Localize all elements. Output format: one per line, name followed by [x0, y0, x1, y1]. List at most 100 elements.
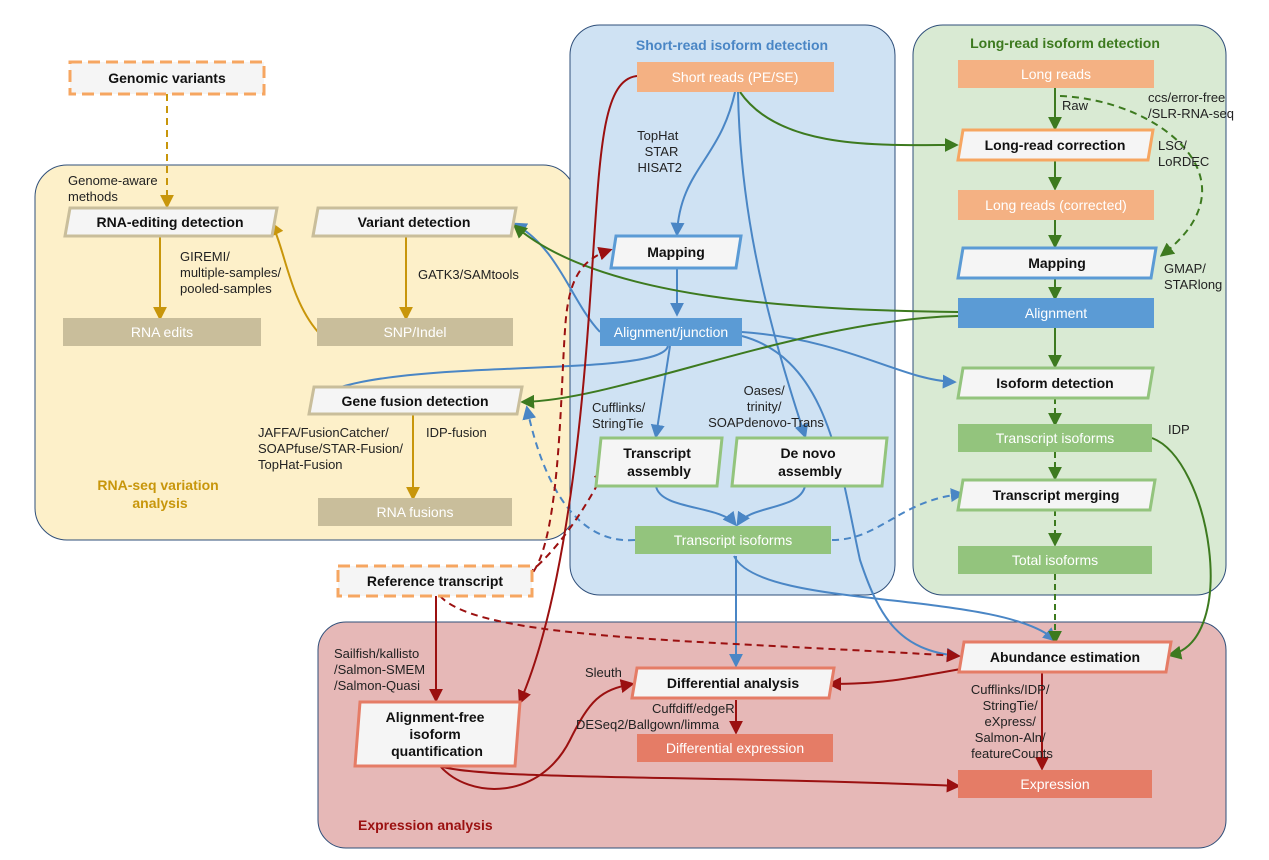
node-alignment-junction-label: Alignment/junction	[614, 324, 728, 340]
label-sleuth: Sleuth	[585, 665, 622, 680]
label-jaffa: JAFFA/FusionCatcher/ SOAPfuse/STAR-Fusio…	[258, 425, 407, 472]
label-cufflinks-idp: Cufflinks/IDP/ StringTie/ eXpress/ Salmo…	[971, 682, 1053, 761]
label-idp: IDP	[1168, 422, 1190, 437]
node-expression-label: Expression	[1020, 776, 1089, 792]
node-rna-fusions-label: RNA fusions	[376, 504, 453, 520]
node-expression	[958, 770, 1152, 798]
node-alignment-long-label: Alignment	[1025, 305, 1087, 321]
node-mapping-long-label: Mapping	[1028, 255, 1086, 271]
label-lsc: LSC/ LoRDEC	[1158, 138, 1209, 169]
label-raw: Raw	[1062, 98, 1089, 113]
label-sailfish: Sailfish/kallisto /Salmon-SMEM /Salmon-Q…	[334, 646, 429, 693]
arrow-assembly-to-isoforms	[655, 485, 737, 527]
arrow-isoforms-idp-to-abundance	[1151, 437, 1212, 660]
node-transcript-assembly-label: Transcript assembly	[623, 445, 695, 479]
node-long-reads	[958, 60, 1154, 88]
label-ccs: ccs/error-free /SLR-RNA-seq	[1148, 90, 1234, 121]
node-transcript-assembly	[594, 436, 724, 488]
node-gene-fusion-detection-label: Gene fusion detection	[341, 393, 488, 409]
node-alignment-junction	[600, 318, 742, 346]
panel-title-short-read: Short-read isoform detection	[636, 37, 828, 53]
node-transcript-isoforms-short-label: Transcript isoforms	[674, 532, 793, 548]
arrow-alignjunction-to-assembly	[650, 345, 671, 439]
label-gatk: GATK3/SAMtools	[418, 267, 519, 282]
node-mapping-short	[609, 234, 743, 270]
panel-title-long-read: Long-read isoform detection	[970, 35, 1160, 51]
arrow-alignjunction-to-abundance	[741, 335, 961, 662]
label-cufflinks-stringtie: Cufflinks/ StringTie	[592, 400, 649, 431]
node-rna-edits-label: RNA edits	[131, 324, 193, 340]
node-long-reads-label: Long reads	[1021, 66, 1091, 82]
arrow-snp-to-editing	[270, 221, 319, 333]
arrow-isoforms-to-fusion	[522, 405, 636, 542]
arrow-isoforms-to-abundance	[733, 555, 1058, 642]
node-de-novo-assembly	[730, 436, 889, 488]
node-differential-expression	[637, 734, 833, 762]
arrow-denovo-to-isoforms	[736, 485, 806, 527]
node-de-novo-assembly-label: De novo assembly	[778, 445, 842, 479]
node-snp-indel	[317, 318, 513, 346]
node-short-reads	[637, 62, 834, 92]
arrow-alignjunction-to-variant	[512, 222, 601, 333]
arrow-alignjunction-to-fusion	[312, 345, 669, 400]
node-transcript-isoforms-long	[958, 424, 1152, 452]
panel-title-rnaseq-variation: RNA-seq variation analysis	[97, 477, 222, 511]
arrow-short-to-alignfree	[518, 75, 638, 705]
label-cuffdiff: Cuffdiff/edgeR	[652, 701, 735, 716]
node-genomic-variants	[68, 60, 266, 96]
node-short-reads-label: Short reads (PE/SE)	[672, 69, 799, 85]
arrow-short-to-correction	[739, 91, 959, 153]
label-gmap: GMAP/ STARlong	[1164, 261, 1222, 292]
node-total-isoforms	[958, 546, 1152, 574]
node-rna-editing-detection	[63, 206, 279, 238]
node-mapping-short-label: Mapping	[647, 244, 705, 260]
node-alignment-free	[353, 700, 522, 768]
node-long-read-correction	[956, 128, 1155, 162]
node-transcript-merging-label: Transcript merging	[993, 487, 1120, 503]
node-variant-detection	[311, 206, 518, 238]
arrow-abundance-to-differential	[827, 667, 967, 691]
node-abundance-estimation-label: Abundance estimation	[990, 649, 1140, 665]
arrow-longreads-to-mapping-dashed	[1059, 95, 1203, 257]
node-reference-transcript-label: Reference transcript	[367, 573, 504, 589]
arrow-short-to-denovo	[737, 91, 809, 439]
node-isoform-detection	[956, 366, 1155, 400]
node-alignment-free-label: Alignment-free isoform quantification	[386, 709, 489, 759]
node-transcript-merging	[956, 478, 1157, 512]
arrow-short-to-mapping	[670, 91, 736, 237]
arrow-alignfree-to-differential	[439, 679, 635, 790]
node-reference-transcript	[336, 564, 534, 598]
node-long-read-correction-label: Long-read correction	[985, 137, 1126, 153]
node-long-reads-corrected-label: Long reads (corrected)	[985, 197, 1127, 213]
arrow-isoforms-to-merging	[831, 488, 965, 541]
label-giremi: GIREMI/ multiple-samples/ pooled-samples	[180, 249, 285, 296]
node-variant-detection-label: Variant detection	[358, 214, 471, 230]
arrow-alignment-to-variant	[512, 224, 959, 313]
label-oases: Oases/ trinity/ SOAPdenovo-Trans	[708, 383, 824, 430]
panel-short-read	[569, 24, 896, 596]
node-rna-edits	[63, 318, 261, 346]
arrow-alignment-to-fusion	[520, 315, 959, 409]
node-total-isoforms-label: Total isoforms	[1012, 552, 1098, 568]
label-idp-fusion: IDP-fusion	[426, 425, 487, 440]
label-genome-aware: Genome-aware methods	[68, 173, 161, 204]
panel-title-expression: Expression analysis	[358, 817, 493, 833]
arrow-alignfree-to-expression	[439, 765, 961, 793]
node-gene-fusion-detection	[307, 385, 524, 416]
node-abundance-estimation	[957, 640, 1173, 674]
arrow-reference-to-abundance	[439, 595, 961, 663]
node-genomic-variants-label: Genomic variants	[108, 70, 226, 86]
node-differential-analysis	[630, 666, 836, 700]
node-transcript-isoforms-long-label: Transcript isoforms	[996, 430, 1115, 446]
node-alignment-long	[958, 298, 1154, 328]
node-rna-editing-detection-label: RNA-editing detection	[97, 214, 244, 230]
label-tophat: TopHat STAR HISAT2	[637, 128, 682, 175]
arrow-reference-to-mapping	[524, 246, 613, 581]
node-differential-analysis-label: Differential analysis	[667, 675, 799, 691]
arrow-alignjunction-to-isoformdet	[741, 331, 957, 389]
node-rna-fusions	[318, 498, 512, 526]
label-deseq: DESeq2/Ballgown/limma	[576, 717, 720, 732]
node-long-reads-corrected	[958, 190, 1154, 220]
node-mapping-long	[956, 246, 1158, 280]
